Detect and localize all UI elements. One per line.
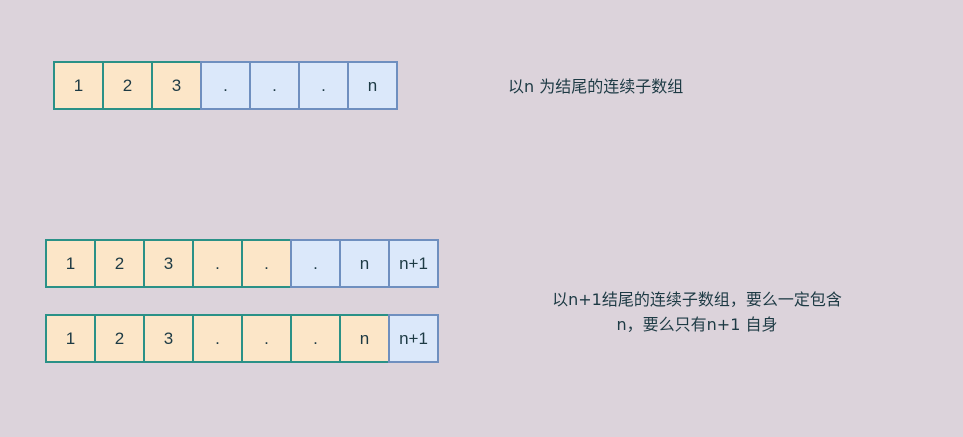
label-ending-n: 以n 为结尾的连续子数组 <box>508 77 684 96</box>
array-cell: . <box>192 314 243 363</box>
array-cell: . <box>200 61 251 110</box>
array-cell: n+1 <box>388 239 439 288</box>
label-line-2: n，要么只有n+1 自身 <box>616 315 778 334</box>
array-cell: . <box>241 314 292 363</box>
array-cell: 2 <box>94 239 145 288</box>
array-cell: n <box>339 314 390 363</box>
array-cell: . <box>249 61 300 110</box>
array-cell: . <box>241 239 292 288</box>
array-cell: . <box>192 239 243 288</box>
array-cell: n+1 <box>388 314 439 363</box>
label-line-1: 以n+1结尾的连续子数组，要么一定包含 <box>552 290 842 309</box>
array-cell: n <box>339 239 390 288</box>
array-cell: n <box>347 61 398 110</box>
array-cell: 1 <box>45 239 96 288</box>
array-cell: 2 <box>102 61 153 110</box>
array-cell: 1 <box>45 314 96 363</box>
array-cell: . <box>298 61 349 110</box>
array-cell: 1 <box>53 61 104 110</box>
label-ending-n1: 以n+1结尾的连续子数组，要么一定包含 n，要么只有n+1 自身 <box>503 287 891 337</box>
array-cell: . <box>290 239 341 288</box>
array-cell: 3 <box>143 314 194 363</box>
array-cell: 3 <box>143 239 194 288</box>
array-cell: 2 <box>94 314 145 363</box>
array-cell: . <box>290 314 341 363</box>
array-cell: 3 <box>151 61 202 110</box>
